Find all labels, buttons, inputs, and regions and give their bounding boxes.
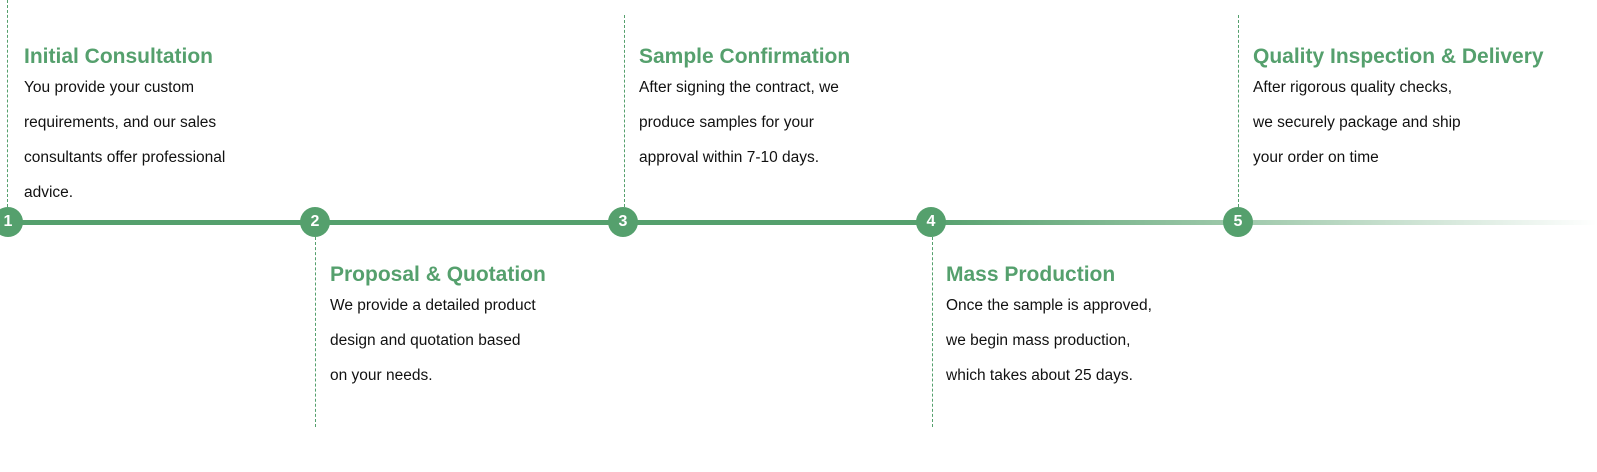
desc-line: We provide a detailed product: [330, 297, 536, 314]
connector-1: [7, 0, 8, 207]
desc-line: requirements, and our sales: [24, 114, 217, 131]
desc-line: Once the sample is approved,: [946, 297, 1152, 314]
connector-4: [932, 237, 933, 427]
step-title: Initial Consultation: [24, 45, 213, 68]
timeline-line: [0, 220, 1597, 225]
step-marker-3: 3: [608, 207, 638, 237]
connector-2: [315, 237, 316, 427]
desc-line: After rigorous quality checks,: [1253, 79, 1453, 96]
desc-line: consultants offer professional: [24, 149, 226, 166]
connector-3: [624, 15, 625, 207]
step-description: After signing the contract, we produce s…: [639, 70, 919, 175]
desc-line: we begin mass production,: [946, 332, 1131, 349]
desc-line: we securely package and ship: [1253, 114, 1461, 131]
step-description: We provide a detailed product design and…: [330, 288, 610, 393]
desc-line: produce samples for your: [639, 114, 814, 131]
step-4: Mass Production Once the sample is appro…: [946, 262, 1226, 393]
desc-line: which takes about 25 days.: [946, 367, 1133, 384]
desc-line: After signing the contract, we: [639, 79, 839, 96]
step-description: Once the sample is approved, we begin ma…: [946, 288, 1226, 393]
desc-line: on your needs.: [330, 367, 433, 384]
step-marker-1: 1: [0, 207, 23, 237]
step-description: You provide your custom requirements, an…: [24, 70, 304, 210]
step-title: Quality Inspection & Delivery: [1253, 45, 1544, 68]
step-2: Proposal & Quotation We provide a detail…: [330, 262, 610, 393]
desc-line: You provide your custom: [24, 79, 195, 96]
connector-5: [1238, 15, 1239, 207]
desc-line: approval within 7-10 days.: [639, 149, 820, 166]
step-marker-4: 4: [916, 207, 946, 237]
step-marker-2: 2: [300, 207, 330, 237]
step-title: Sample Confirmation: [639, 45, 851, 68]
step-3: Sample Confirmation After signing the co…: [639, 44, 919, 175]
step-description: After rigorous quality checks, we secure…: [1253, 70, 1533, 175]
desc-line: advice.: [24, 184, 74, 201]
step-title: Mass Production: [946, 263, 1116, 286]
step-title: Proposal & Quotation: [330, 263, 546, 286]
step-5: Quality Inspection & Delivery After rigo…: [1253, 44, 1544, 175]
step-1: Initial Consultation You provide your cu…: [24, 44, 304, 210]
step-marker-5: 5: [1223, 207, 1253, 237]
desc-line: your order on time: [1253, 149, 1379, 166]
desc-line: design and quotation based: [330, 332, 521, 349]
